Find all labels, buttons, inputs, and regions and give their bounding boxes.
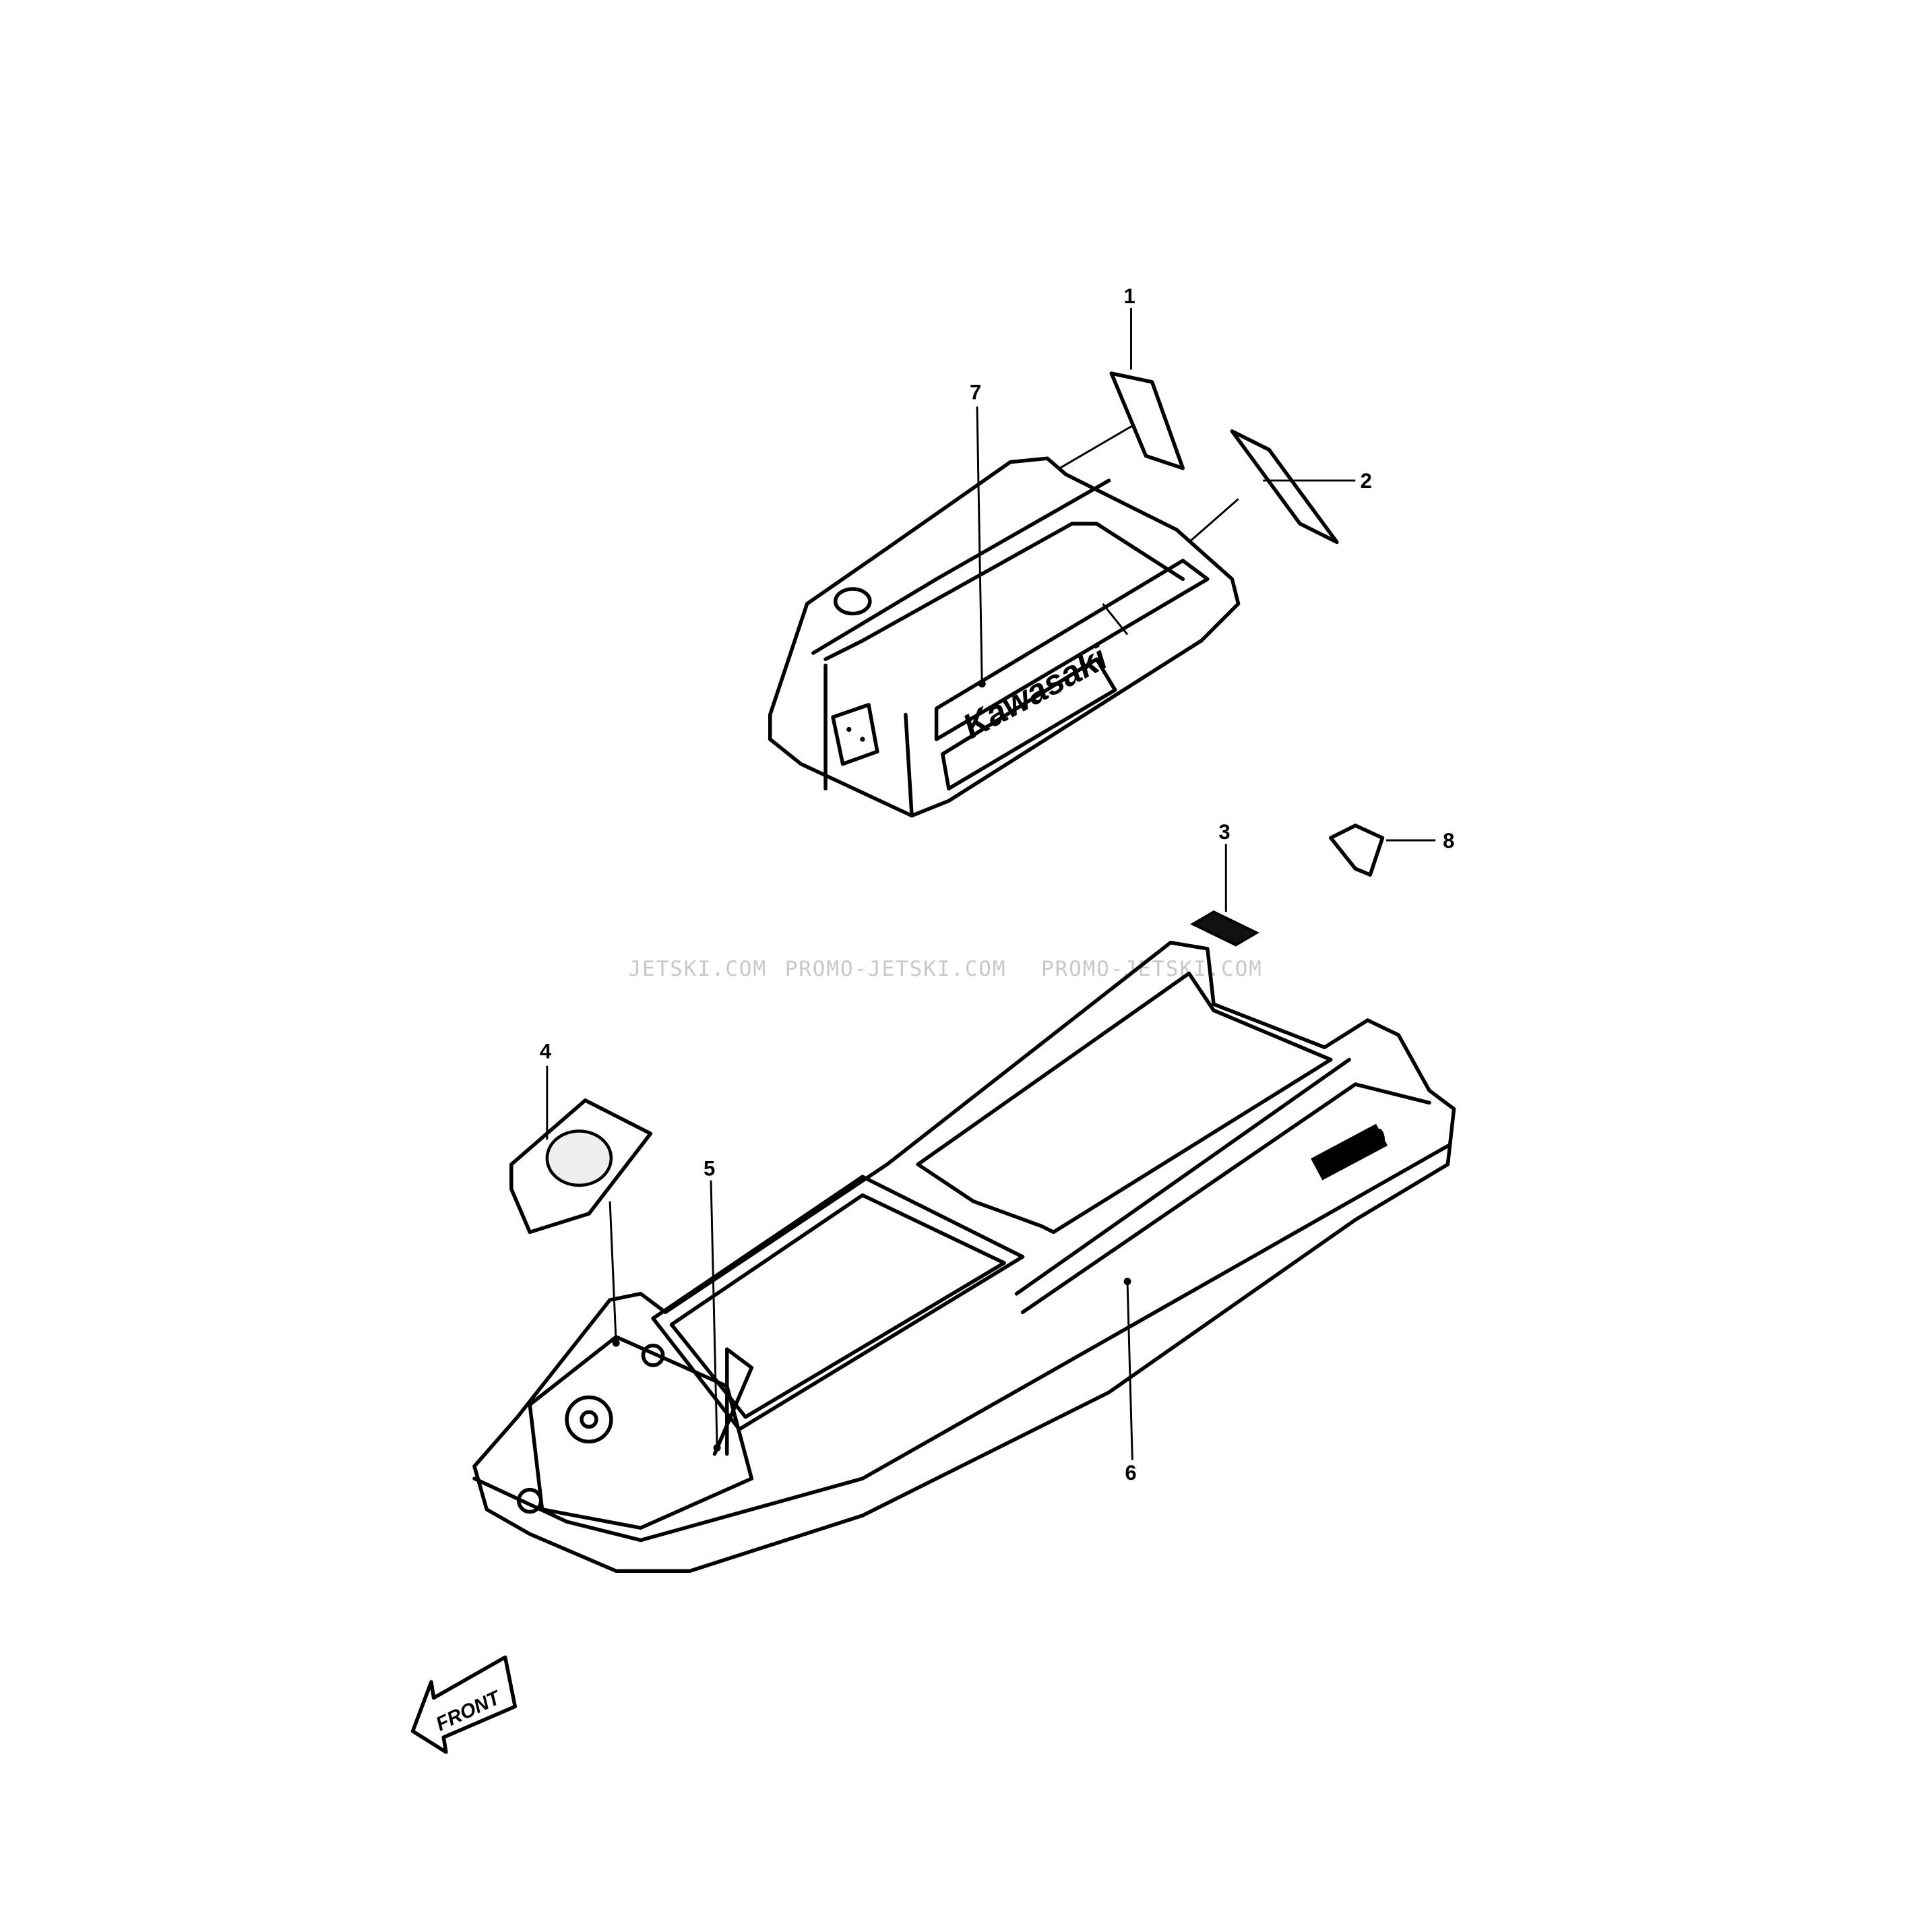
callout-4: 4 <box>540 1040 552 1063</box>
front-arrow-icon: FRONT <box>410 1655 518 1754</box>
watermark-3: PROMO-JETSKI.COM <box>1041 957 1263 981</box>
hull: 550 <box>472 941 1456 1573</box>
decal-2 <box>1230 429 1339 544</box>
callout-5: 5 <box>704 1156 715 1180</box>
decal-4 <box>509 1098 653 1235</box>
decal-1 <box>1109 371 1185 470</box>
part-8 <box>1328 823 1385 877</box>
watermark-1: JETSKI.COM <box>629 957 767 981</box>
watermark: JETSKI.COM PROMO-JETSKI.COM PROMO-JETSKI… <box>629 957 1263 981</box>
leader-lines-hood <box>976 308 1356 684</box>
hood-logo: Kawasaki <box>956 637 1114 746</box>
callout-2: 2 <box>1361 469 1372 493</box>
callout-8: 8 <box>1443 829 1454 852</box>
watermark-2: PROMO-JETSKI.COM <box>785 957 1007 981</box>
callout-6: 6 <box>1125 1461 1136 1485</box>
callout-labels: 1 2 3 4 5 6 7 8 <box>540 284 1455 1485</box>
callout-3: 3 <box>1218 820 1230 844</box>
engine-hood: Kawasaki <box>768 456 1241 818</box>
callout-7: 7 <box>970 380 981 404</box>
decal-3 <box>1190 910 1259 947</box>
point-7 <box>978 680 986 688</box>
callout-1: 1 <box>1124 284 1135 308</box>
